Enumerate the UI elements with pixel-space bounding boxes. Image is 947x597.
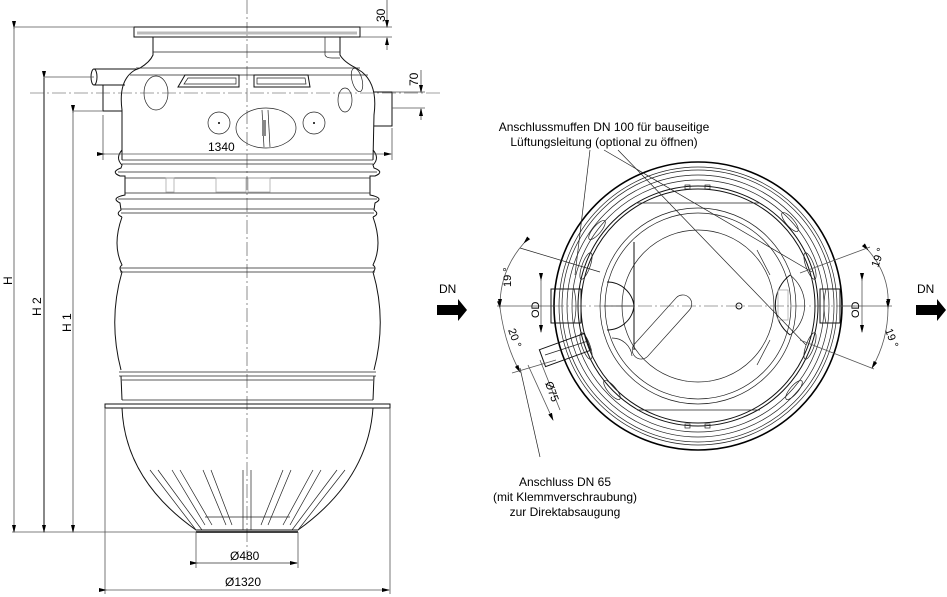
label-H2: H 2 — [30, 297, 44, 316]
label-od-right: OD — [850, 301, 862, 318]
flow-label-left: DN — [439, 282, 456, 296]
label-H1: H 1 — [60, 313, 74, 332]
annotation-bottom-line3: zur Direktabsaugung — [510, 505, 621, 519]
tank-internals — [550, 242, 860, 366]
rib-band-upper — [114, 149, 381, 218]
label-diameter-base: Ø480 — [230, 549, 260, 563]
label-angle-left-upper: 19 ° — [502, 267, 514, 287]
side-dimensions — [12, 0, 440, 594]
annotation-bottom-line2: (mit Klemmverschraubung) — [493, 490, 637, 504]
suction-pipe — [538, 332, 592, 368]
top-view: DN DN — [437, 120, 946, 519]
label-angle-right-lower: 19 ° — [882, 327, 900, 350]
annotation-top-line1: Anschlussmuffen DN 100 für bauseitige — [499, 120, 710, 134]
flow-arrow-left: DN — [437, 282, 467, 321]
lid — [133, 26, 363, 73]
flange — [104, 375, 391, 409]
upper-body — [90, 67, 393, 161]
label-diameter-flange: Ø1320 — [225, 575, 261, 589]
leader-lines — [519, 149, 813, 458]
label-pipe-offset: 70 — [407, 72, 421, 86]
label-od-left: OD — [530, 301, 542, 318]
label-angle-left-lower: 20 ° — [505, 327, 523, 350]
label-pipe-diameter: Ø75 — [542, 380, 560, 404]
arrow-right-icon — [916, 299, 946, 321]
annotation-top-line2: Lüftungsleitung (optional zu öffnen) — [510, 135, 697, 149]
lower-bowl — [121, 407, 374, 533]
ring-slots — [579, 184, 817, 429]
label-cover-height: 30 — [374, 8, 388, 22]
label-H: H — [1, 276, 15, 285]
label-width-upper: 1340 — [208, 140, 235, 154]
flow-arrow-right: DN — [916, 282, 946, 321]
label-angle-right-upper: 19 ° — [870, 246, 888, 269]
side-view: H H 2 H 1 30 70 1340 Ø480 Ø1320 — [1, 0, 440, 594]
middle-body — [114, 216, 381, 381]
annotation-bottom-line1: Anschluss DN 65 — [519, 475, 611, 489]
angle-dims-left — [497, 236, 561, 421]
arrow-right-icon — [437, 299, 467, 321]
flow-label-right: DN — [917, 282, 934, 296]
angle-dims-right — [799, 243, 892, 370]
